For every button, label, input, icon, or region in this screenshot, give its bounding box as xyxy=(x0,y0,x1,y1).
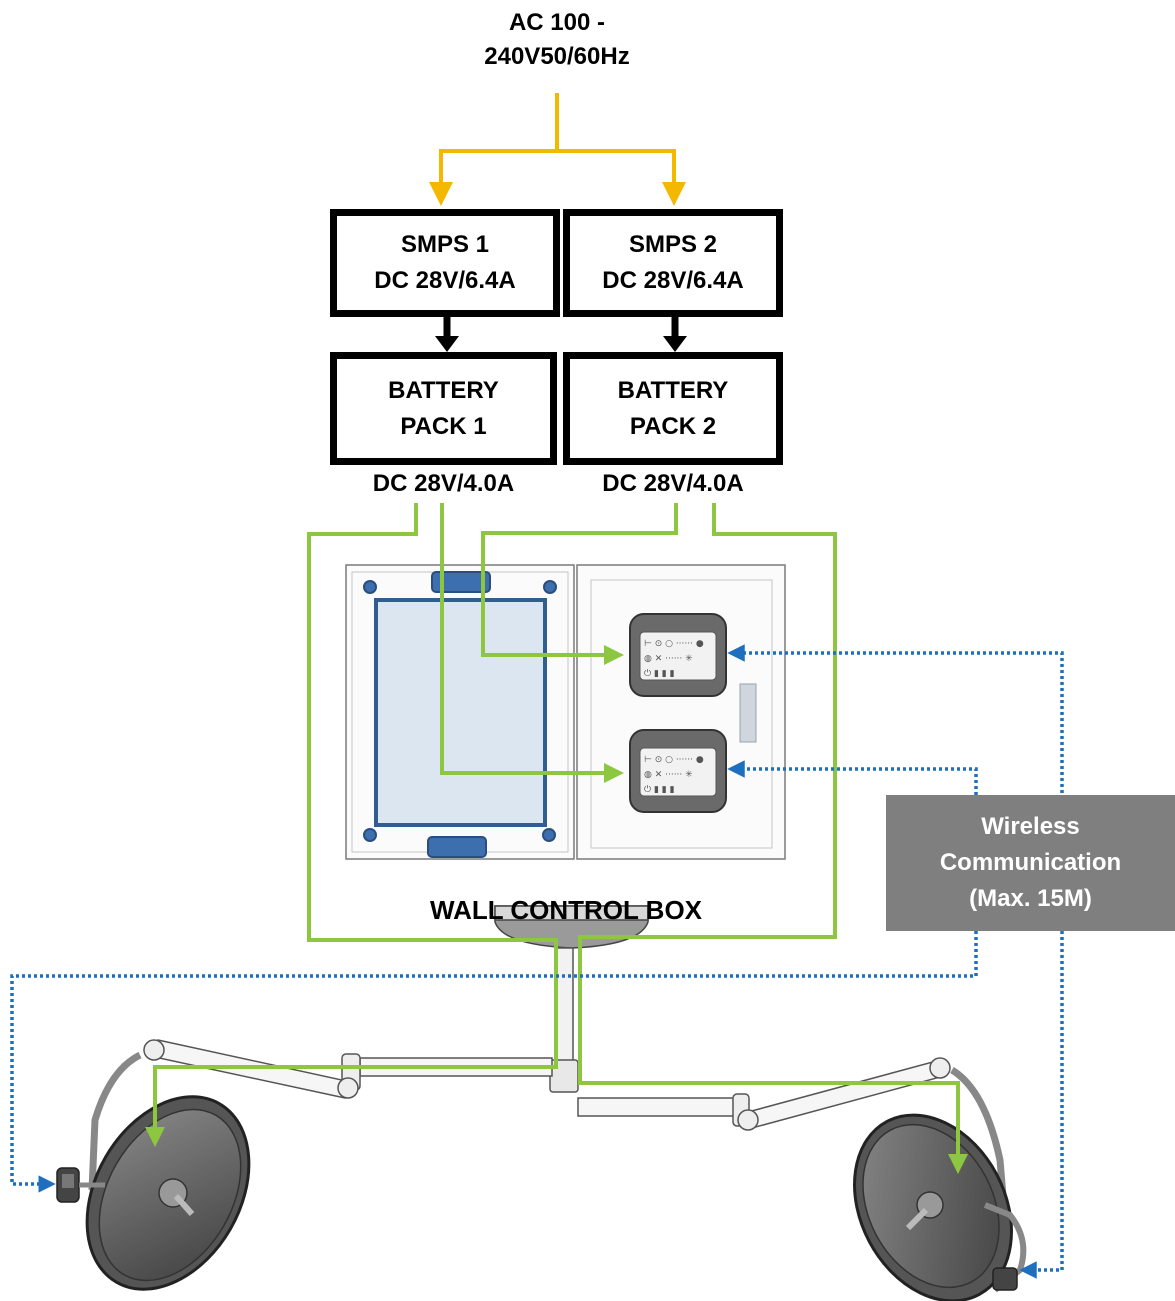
wireless-communication-box: Wireless Communication (Max. 15M) xyxy=(886,795,1175,931)
battery-2-line1: BATTERY xyxy=(617,376,729,404)
svg-text:⏻ ▮ ▮ ▮: ⏻ ▮ ▮ ▮ xyxy=(644,784,675,795)
smps-1-box: SMPS 1 DC 28V/6.4A xyxy=(330,209,560,317)
wireless-line2: Communication xyxy=(939,849,1122,876)
ac-power-lines xyxy=(429,93,686,206)
power-input-line2: 240V50/60Hz xyxy=(484,43,630,70)
left-lamp xyxy=(56,1095,251,1291)
battery-2-output: DC 28V/4.0A xyxy=(602,470,744,497)
wireless-line1: Wireless xyxy=(981,813,1080,840)
battery-2-line2: PACK 2 xyxy=(629,412,717,440)
svg-text:◍ ✕ ······ ✳: ◍ ✕ ······ ✳ xyxy=(644,770,693,780)
wireless-line3: (Max. 15M) xyxy=(969,885,1092,912)
smps-1-name: SMPS 1 xyxy=(400,231,490,258)
smps-2-spec: DC 28V/6.4A xyxy=(602,267,744,294)
svg-text:⊢ ⊙ ○ ······ ●: ⊢ ⊙ ○ ······ ● xyxy=(644,639,704,649)
dc-power-lines xyxy=(145,503,968,1174)
control-panel-1: ⊢ ⊙ ○ ······ ● ◍ ✕ ······ ✳ ⏻ ▮ ▮ ▮ xyxy=(629,613,727,697)
battery-1-output: DC 28V/4.0A xyxy=(372,470,515,497)
battery-pack-2-box: BATTERY PACK 2 xyxy=(563,352,783,465)
battery-1-line2: PACK 1 xyxy=(400,412,487,440)
smps-1-spec: DC 28V/6.4A xyxy=(374,267,516,294)
battery-1-line1: BATTERY xyxy=(388,376,499,404)
surgical-light-assembly xyxy=(56,905,1027,1301)
control-panel-2: ⊢ ⊙ ○ ······ ● ◍ ✕ ······ ✳ ⏻ ▮ ▮ ▮ xyxy=(629,729,727,813)
power-input-label: AC 100 - 240V50/60Hz xyxy=(447,6,667,74)
smps-2-name: SMPS 2 xyxy=(628,231,718,258)
svg-text:◍ ✕ ······ ✳: ◍ ✕ ······ ✳ xyxy=(644,654,693,664)
wall-control-box-label: WALL CONTROL BOX xyxy=(429,895,703,925)
power-input-line1: AC 100 - xyxy=(508,9,606,36)
right-lamp xyxy=(853,1113,1027,1301)
svg-text:⏻ ▮ ▮ ▮: ⏻ ▮ ▮ ▮ xyxy=(644,668,675,679)
smps-2-box: SMPS 2 DC 28V/6.4A xyxy=(563,209,783,317)
smps-battery-arrows xyxy=(435,317,687,352)
wall-control-box: ⊢ ⊙ ○ ······ ● ◍ ✕ ······ ✳ ⏻ ▮ ▮ ▮ ⊢ ⊙ … xyxy=(345,564,786,860)
svg-text:⊢ ⊙ ○ ······ ●: ⊢ ⊙ ○ ······ ● xyxy=(644,755,704,765)
battery-pack-1-box: BATTERY PACK 1 xyxy=(330,352,557,465)
